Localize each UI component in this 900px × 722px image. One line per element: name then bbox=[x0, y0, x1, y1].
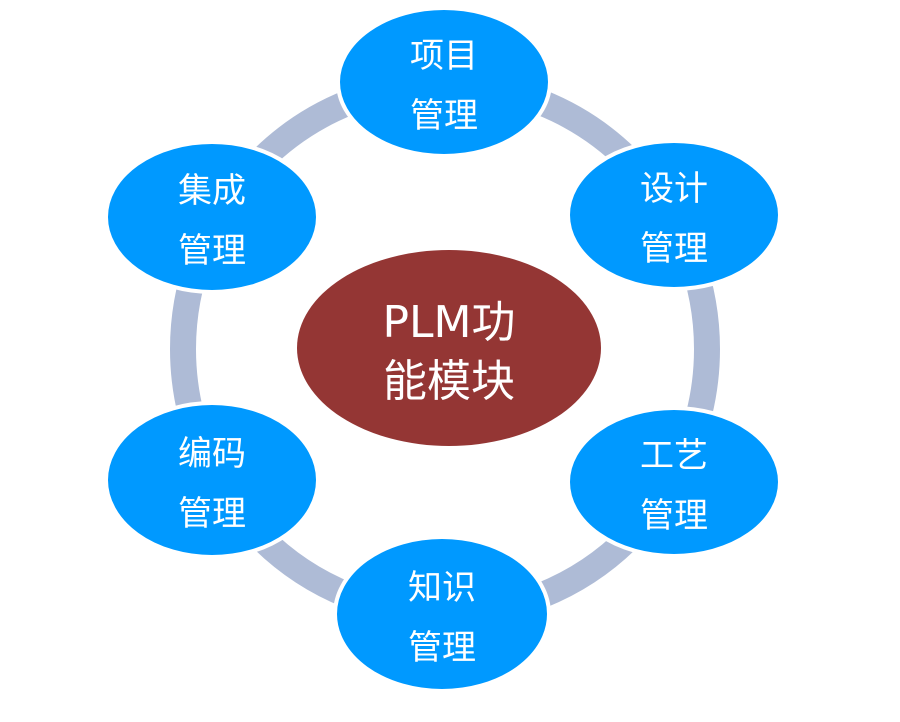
node-knowledge-management: 知识 管理 bbox=[333, 535, 551, 693]
node-label-line-1: 设计 bbox=[640, 169, 708, 209]
node-coding-management: 编码 管理 bbox=[104, 401, 320, 559]
node-label-line-1: 集成 bbox=[178, 171, 246, 211]
node-label-line-1: 工艺 bbox=[640, 436, 708, 476]
node-ellipse bbox=[104, 401, 320, 559]
node-label-line-1: 项目 bbox=[410, 36, 478, 76]
center-label-line-1: PLM功 bbox=[382, 297, 515, 348]
center-ellipse bbox=[297, 250, 601, 446]
node-process-management: 工艺 管理 bbox=[566, 406, 782, 558]
node-label-line-2: 管理 bbox=[178, 231, 246, 271]
node-ellipse bbox=[566, 139, 782, 291]
center-label-line-2: 能模块 bbox=[383, 356, 515, 407]
node-label-line-2: 管理 bbox=[640, 496, 708, 536]
node-label-line-2: 管理 bbox=[410, 96, 478, 136]
node-design-management: 设计 管理 bbox=[566, 139, 782, 291]
node-ellipse bbox=[104, 140, 320, 294]
node-project-management: 项目 管理 bbox=[336, 6, 552, 158]
node-label-line-2: 管理 bbox=[408, 628, 476, 668]
node-ellipse bbox=[336, 6, 552, 158]
node-label-line-2: 管理 bbox=[178, 494, 246, 534]
node-integration-management: 集成 管理 bbox=[104, 140, 320, 294]
node-label-line-1: 知识 bbox=[408, 568, 476, 608]
node-label-line-2: 管理 bbox=[640, 229, 708, 269]
center-node: PLM功 能模块 bbox=[297, 250, 601, 446]
node-ellipse bbox=[566, 406, 782, 558]
node-label-line-1: 编码 bbox=[178, 434, 246, 474]
node-ellipse bbox=[333, 535, 551, 693]
